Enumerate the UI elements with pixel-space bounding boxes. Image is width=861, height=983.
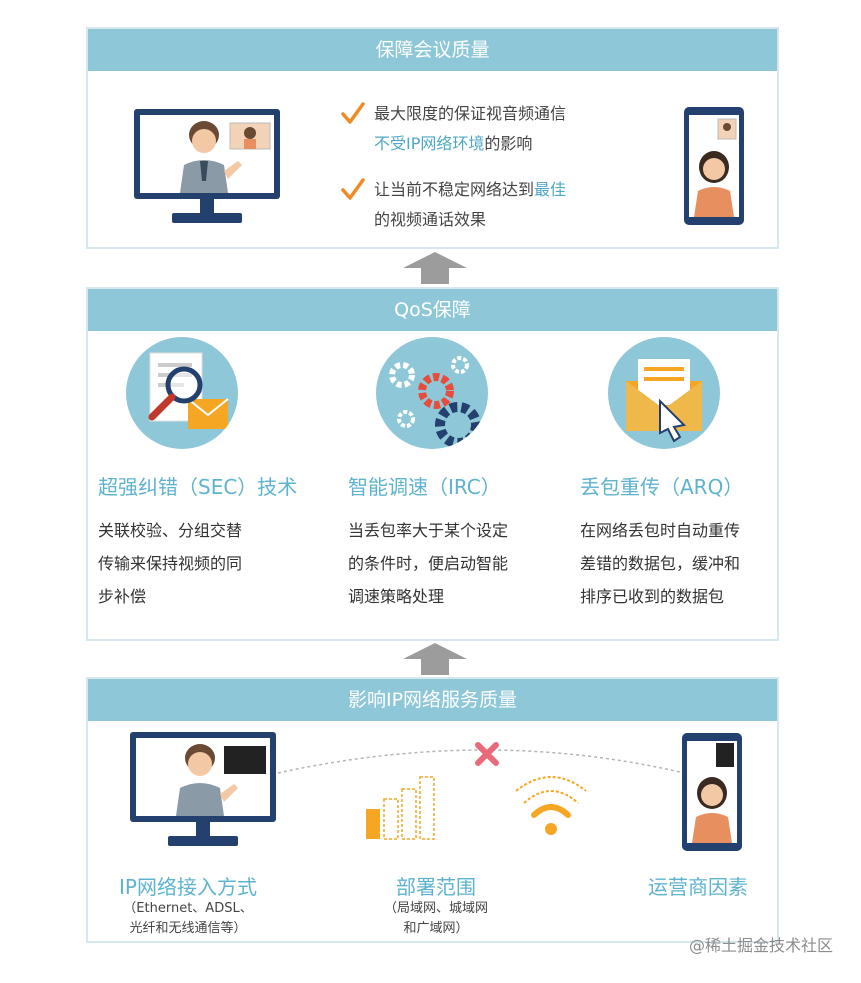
desc-line: 的条件时，便启动智能 [348, 554, 509, 573]
arrow-up-icon [403, 643, 467, 675]
qos-item-arq: 丢包重传（ARQ） 在网络丢包时自动重传 差错的数据包，缓冲和 排序已收到的数据… [580, 337, 780, 613]
qos-item-title: 丢包重传（ARQ） [580, 475, 744, 499]
qos-item-sec: 超强纠错（SEC）技术 关联校验、分组交替 传输来保持视频的同 步补偿 [98, 337, 298, 613]
desc-line: 调速策略处理 [348, 587, 445, 606]
meeting-quality-header: 保障会议质量 [88, 29, 777, 71]
benefit-item: 让当前不稳定网络达到最佳 的视频通话效果 [338, 175, 618, 235]
meeting-benefits-list: 最大限度的保证视音频通信 不受IP网络环境的影响 让当前不稳定网络达到最佳 的视… [338, 99, 618, 251]
benefit-text: 最大限度的保证视音频通信 [374, 104, 567, 123]
benefit-highlight: 最佳 [534, 180, 567, 199]
magnifier-document-icon [126, 337, 238, 449]
deployment-scope-detail: （局域网、城域网 和广域网） [356, 899, 516, 939]
desc-line: 差错的数据包，缓冲和 [580, 554, 741, 573]
signal-bars-icon [366, 776, 435, 840]
benefit-item: 最大限度的保证视音频通信 不受IP网络环境的影响 [338, 99, 618, 159]
envelope-click-icon [608, 337, 720, 449]
detail-line: （Ethernet、ADSL、 [123, 901, 253, 916]
qos-item-title: 超强纠错（SEC）技术 [98, 475, 298, 499]
detail-line: 光纤和无线通信等） [129, 921, 247, 936]
qos-item-irc: 智能调速（IRC） 当丢包率大于某个设定 的条件时，便启动智能 调速策略处理 [348, 337, 548, 613]
desktop-video-call-icon [134, 109, 280, 223]
broken-link-icon [475, 742, 499, 766]
carrier-factor-title: 运营商因素 [648, 875, 748, 899]
desc-line: 传输来保持视频的同 [98, 554, 243, 573]
arrow-up-icon [403, 252, 467, 284]
checkmark-icon [341, 178, 365, 200]
mobile-video-call-icon [684, 107, 744, 225]
qos-item-desc: 当丢包率大于某个设定 的条件时，便启动智能 调速策略处理 [348, 514, 548, 613]
checkmark-icon [341, 102, 365, 124]
detail-line: 和广域网） [403, 921, 469, 936]
desc-line: 步补偿 [98, 587, 147, 606]
deployment-scope-title: 部署范围 [396, 875, 476, 899]
access-method-title: IP网络接入方式 [119, 875, 257, 899]
wifi-icon [515, 776, 587, 835]
qos-item-desc: 关联校验、分组交替 传输来保持视频的同 步补偿 [98, 514, 298, 613]
qos-item-title: 智能调速（IRC） [348, 475, 501, 499]
qos-item-desc: 在网络丢包时自动重传 差错的数据包，缓冲和 排序已收到的数据包 [580, 514, 780, 613]
gears-icon [376, 337, 488, 449]
qos-panel: QoS保障 超强纠错（SEC）技术 关联校验、分组交替 传输来保持视频的同 步补… [86, 287, 779, 641]
benefit-highlight: 不受IP网络环境 [374, 134, 485, 153]
access-method-detail: （Ethernet、ADSL、 光纤和无线通信等） [88, 899, 288, 939]
benefit-text: 的影响 [484, 134, 533, 153]
detail-line: （局域网、城域网 [383, 901, 488, 916]
network-quality-panel: 影响IP网络服务质量 IP网络接入方 [86, 677, 779, 943]
network-quality-header: 影响IP网络服务质量 [88, 679, 777, 721]
benefit-text: 让当前不稳定网络达到 [374, 180, 535, 199]
network-connection-icon [277, 742, 685, 774]
meeting-quality-panel: 保障会议质量 最大限度的保证视音频通信 不受IP网络环境的影响 让当前不稳定网络… [86, 27, 779, 249]
benefit-text: 的视频通话效果 [374, 210, 487, 229]
qos-header: QoS保障 [88, 289, 777, 331]
watermark: @稀土掘金技术社区 [688, 936, 833, 955]
desktop-computer-icon [130, 732, 276, 846]
mobile-phone-icon [682, 733, 742, 851]
desc-line: 在网络丢包时自动重传 [580, 521, 741, 540]
desc-line: 关联校验、分组交替 [98, 521, 243, 540]
desc-line: 当丢包率大于某个设定 [348, 521, 509, 540]
desc-line: 排序已收到的数据包 [580, 587, 725, 606]
